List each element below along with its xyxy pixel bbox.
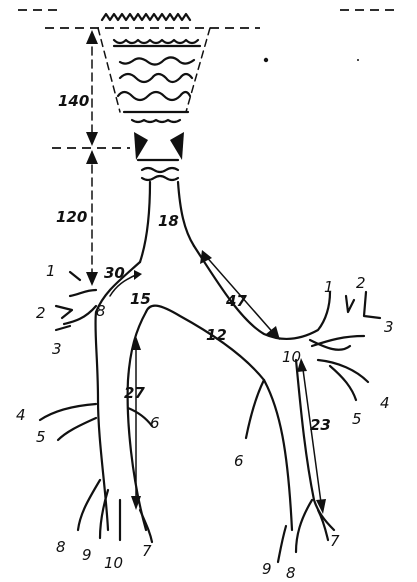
label-right-bronchus-length: 27: [124, 384, 145, 402]
right-apical-branch: [70, 290, 96, 296]
larynx-fold-1: [114, 40, 198, 43]
right-segment-1: 1: [46, 262, 56, 280]
left-branch-8: [296, 500, 312, 552]
right-segment-9: 9: [82, 546, 92, 564]
trachea-right-wall: [178, 182, 194, 246]
left-segment-2: 2: [356, 274, 366, 292]
left-segment-8: 8: [286, 564, 296, 582]
trachea-length-dimension: [86, 150, 98, 286]
scan-dot-small: [357, 59, 359, 61]
trachea-ring-2: [142, 176, 178, 180]
right-branch-4: [40, 404, 96, 420]
larynx-fold-3: [120, 74, 192, 82]
right-segment-6: 6: [150, 414, 160, 432]
left-segment-1: 1: [324, 278, 334, 296]
left-branch-6: [246, 380, 264, 438]
right-branch-7: [140, 510, 152, 542]
left-bronchus-outer: [194, 246, 330, 339]
left-branch-3: [312, 336, 364, 346]
right-branch-5: [58, 418, 96, 440]
left-segment-5: 5: [352, 410, 362, 428]
right-segment-arrow-2: [56, 306, 72, 318]
right-segment-8-top: 8: [96, 302, 106, 320]
cricoid-left-mark: [134, 132, 148, 160]
right-segment-4: 4: [16, 406, 26, 424]
left-segment-10-label: 10: [282, 348, 301, 366]
right-segment-3: 3: [52, 340, 62, 358]
right-branch-8: [78, 480, 100, 530]
right-segment-arrow-3: [56, 326, 70, 330]
label-larynx-length: 140: [58, 92, 89, 110]
larynx-fold-2: [120, 57, 194, 64]
cricoid-top: [132, 120, 180, 122]
right-segment-5: 5: [36, 428, 46, 446]
right-bronchus-length-arrow: [131, 336, 141, 510]
left-segment-4: 4: [380, 394, 390, 412]
larynx-length-dimension: [86, 30, 98, 146]
scan-dot: [264, 58, 268, 62]
left-segment-7: 7: [330, 532, 340, 550]
left-segment-3: 3: [384, 318, 394, 336]
left-segment-9: 9: [262, 560, 272, 578]
left-branch-7: [318, 510, 328, 540]
larynx-left-dashed-edge: [98, 28, 120, 112]
left-branch-9: [278, 526, 286, 562]
left-apex-mark-1: [346, 296, 354, 312]
trachea-ring-top: [142, 168, 178, 172]
right-segment-8: 8: [56, 538, 66, 556]
epiglottis-top: [102, 14, 190, 20]
larynx: [98, 14, 210, 180]
left-apex-mark-2: [364, 292, 380, 318]
left-lower-bronchus: [296, 360, 334, 530]
right-branch-6: [128, 408, 152, 426]
label-angle-15: 15: [130, 290, 151, 308]
trachea-left-wall: [140, 182, 150, 262]
left-segment-6: 6: [234, 452, 244, 470]
label-left-bronchus-length: 47: [225, 292, 247, 310]
larynx-fold-4: [118, 92, 190, 100]
label-trachea-diameter: 18: [158, 212, 179, 230]
cricoid-right-mark: [170, 132, 184, 160]
label-left-lower-length: 23: [310, 416, 331, 434]
label-left-bronchus-diameter: 12: [206, 326, 227, 344]
right-segment-10: 10: [104, 554, 123, 572]
label-trachea-length: 120: [56, 208, 87, 226]
right-segment-arrow-1: [70, 272, 80, 280]
label-angle-30: 30: [104, 264, 125, 282]
right-segment-7: 7: [142, 542, 152, 560]
right-segment-2: 2: [36, 304, 46, 322]
